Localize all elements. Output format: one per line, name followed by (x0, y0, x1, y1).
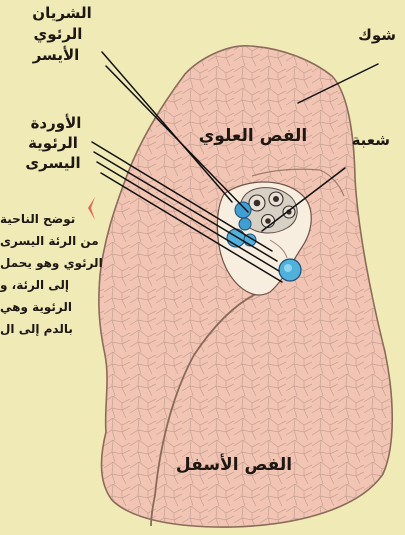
caption-line-4: إلى الرئة، و (0, 278, 69, 293)
caption-line-2: من الرئة اليسرى (0, 234, 99, 248)
veins-label-line-1: الأوردة (31, 114, 82, 132)
caption-marker-icon (88, 197, 95, 220)
artery-label-line-3: الأيسر (32, 46, 80, 64)
hilum (217, 182, 311, 295)
caption-line-3: الرئوي وهو يحمل (0, 256, 103, 271)
caption-line-1: توضح الناحية (0, 212, 75, 227)
artery-label-line-2: الرئوي (34, 25, 83, 44)
caption-line-6: بالدم إلى ال (0, 322, 73, 337)
lower-lobe-label: الفص الأسفل (176, 454, 292, 475)
veins-label-line-3: اليسرى (25, 154, 80, 172)
artery-label: الشريان الرئوي الأيسر (32, 4, 92, 64)
upper-lobe-label: الفص العلوي (199, 126, 308, 146)
caption-line-5: الرئوية وهي (0, 300, 72, 315)
trachea-label: شوك (358, 26, 396, 44)
bronchus-label: شعبة (352, 131, 390, 149)
side-caption: توضح الناحية من الرئة اليسرى الرئوي وهو … (0, 212, 103, 337)
artery-label-line-1: الشريان (32, 4, 91, 22)
veins-label: الأوردة الرئوية اليسرى (25, 114, 81, 172)
veins-label-line-2: الرئوية (28, 134, 78, 152)
